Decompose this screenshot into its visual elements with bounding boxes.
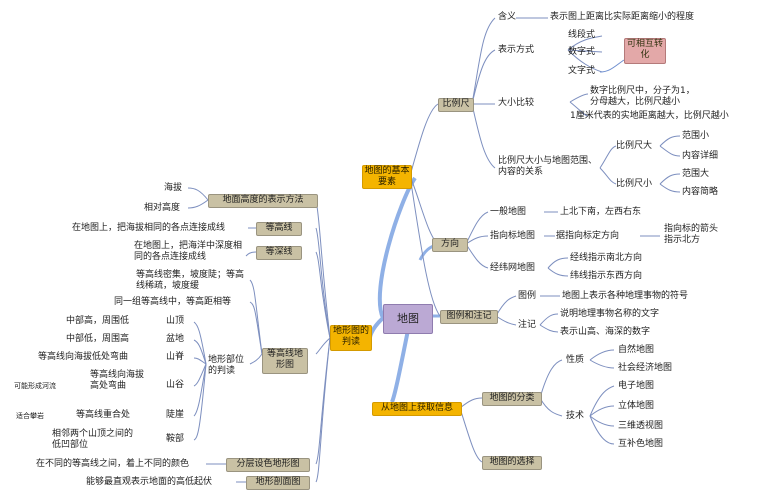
depth-definition: 在地图上，把海洋中深度相同的各点连接成线	[134, 241, 243, 262]
scale-size-label: 大小比较	[498, 98, 535, 108]
direction-arrow-text: 据指向标定方向	[556, 231, 620, 241]
node-map-categories[interactable]: 地图的分类	[482, 392, 542, 406]
scale-large-label: 比例尺大	[616, 141, 653, 151]
part-peak-desc: 中部高，周围低	[66, 316, 130, 326]
terrain-parts-label: 地形部位的判读	[208, 355, 245, 376]
node-get-info-from-map[interactable]: 从地图上获取信息	[372, 402, 462, 416]
category-anaglyph-map: 互补色地图	[618, 439, 664, 449]
scale-small-range: 范围大	[682, 169, 710, 179]
scale-form-text: 文字式	[568, 66, 596, 76]
part-cliff-desc: 等高线重合处	[76, 410, 131, 420]
direction-arrow-extra: 指向标的箭头指示北方	[664, 224, 719, 245]
contour-equal-interval: 同一组等高线中，等高距相等	[114, 297, 232, 307]
part-ridge-desc: 等高线向海拔低处弯曲	[38, 352, 129, 362]
node-scale[interactable]: 比例尺	[438, 98, 474, 112]
node-direction[interactable]: 方向	[432, 238, 468, 252]
notes-names: 说明地理事物名称的文字	[560, 309, 660, 319]
scale-large-range: 范围小	[682, 131, 710, 141]
scale-small-label: 比例尺小	[616, 179, 653, 189]
part-basin-desc: 中部低，周围高	[66, 334, 130, 344]
node-layered-color-map[interactable]: 分层设色地形图	[226, 458, 310, 472]
node-terrain-map-reading[interactable]: 地形图的判读	[330, 325, 372, 351]
part-cliff-name: 陡崖	[166, 410, 185, 420]
node-contour-map[interactable]: 等高线地形图	[262, 348, 308, 374]
legend-text: 地图上表示各种地理事物的符号	[562, 291, 689, 301]
part-peak-name: 山顶	[166, 316, 185, 326]
layered-description: 在不同的等高线之间，着上不同的颜色	[36, 459, 190, 469]
scale-form-line: 线段式	[568, 30, 596, 40]
direction-arrow-label: 指向标地图	[490, 231, 536, 241]
altitude-relative: 相对高度	[144, 203, 181, 213]
node-section-map[interactable]: 地形剖面图	[246, 476, 310, 490]
part-basin-name: 盆地	[166, 334, 185, 344]
scale-size-rule-2: 1厘米代表的实地距离越大，比例尺越小	[570, 111, 729, 121]
node-legend-notes[interactable]: 图例和注记	[440, 310, 498, 324]
center-node-map[interactable]: 地图	[383, 304, 433, 334]
part-ridge-name: 山脊	[166, 352, 185, 362]
contour-slope-rule: 等高线密集，坡度陡；等高线稀疏，坡度缓	[136, 270, 245, 291]
scale-meaning-text: 表示图上距离比实际距离缩小的程度	[550, 12, 695, 22]
scale-form-number: 数字式	[568, 47, 596, 57]
part-saddle-desc: 相邻两个山顶之间的低凹部位	[52, 429, 134, 450]
category-electronic-map: 电子地图	[618, 381, 655, 391]
section-description: 能够最直观表示地面的高低起伏	[86, 477, 213, 487]
part-valley-desc: 等高线向海拔高处弯曲	[90, 370, 145, 391]
scale-meaning-label: 含义	[498, 12, 517, 22]
category-natural-map: 自然地图	[618, 345, 655, 355]
scale-relation-label: 比例尺大小与地图范围、内容的关系	[498, 156, 598, 177]
scale-large-detail: 内容详细	[682, 151, 719, 161]
part-valley-extra: 可能形成河流	[14, 382, 56, 390]
part-valley-name: 山谷	[166, 380, 185, 390]
direction-grid-label: 经纬网地图	[490, 263, 536, 273]
direction-general-text: 上北下南，左西右东	[560, 207, 642, 217]
notes-label: 注记	[518, 320, 537, 330]
node-altitude-methods[interactable]: 地面高度的表示方法	[208, 194, 318, 208]
legend-label: 图例	[518, 291, 537, 301]
category-socioeconomic-map: 社会经济地图	[618, 363, 673, 373]
scale-small-detail: 内容简略	[682, 187, 719, 197]
notes-numbers: 表示山高、海深的数字	[560, 327, 651, 337]
node-map-basic-elements[interactable]: 地图的基本要素	[362, 165, 412, 189]
category-nature-label: 性质	[566, 355, 585, 365]
altitude-sea-level: 海拔	[164, 183, 183, 193]
part-cliff-extra: 适合攀岩	[16, 412, 44, 420]
node-depth-contour[interactable]: 等深线	[256, 246, 302, 260]
direction-grid-parallel: 纬线指示东西方向	[570, 271, 643, 281]
node-contour[interactable]: 等高线	[256, 222, 302, 236]
node-map-choice[interactable]: 地图的选择	[482, 456, 542, 470]
note-convertible: 可相互转化	[624, 38, 666, 64]
scale-size-rule-1: 数字比例尺中，分子为1，分母越大，比例尺越小	[590, 86, 695, 107]
contour-definition: 在地图上，把海拔相同的各点连接成线	[72, 223, 226, 233]
category-3d-map: 立体地图	[618, 401, 655, 411]
scale-forms-label: 表示方式	[498, 45, 535, 55]
category-perspective-map: 三维透视图	[618, 421, 664, 431]
category-tech-label: 技术	[566, 411, 585, 421]
direction-grid-meridian: 经线指示南北方向	[570, 253, 643, 263]
part-saddle-name: 鞍部	[166, 434, 185, 444]
direction-general-label: 一般地图	[490, 207, 527, 217]
